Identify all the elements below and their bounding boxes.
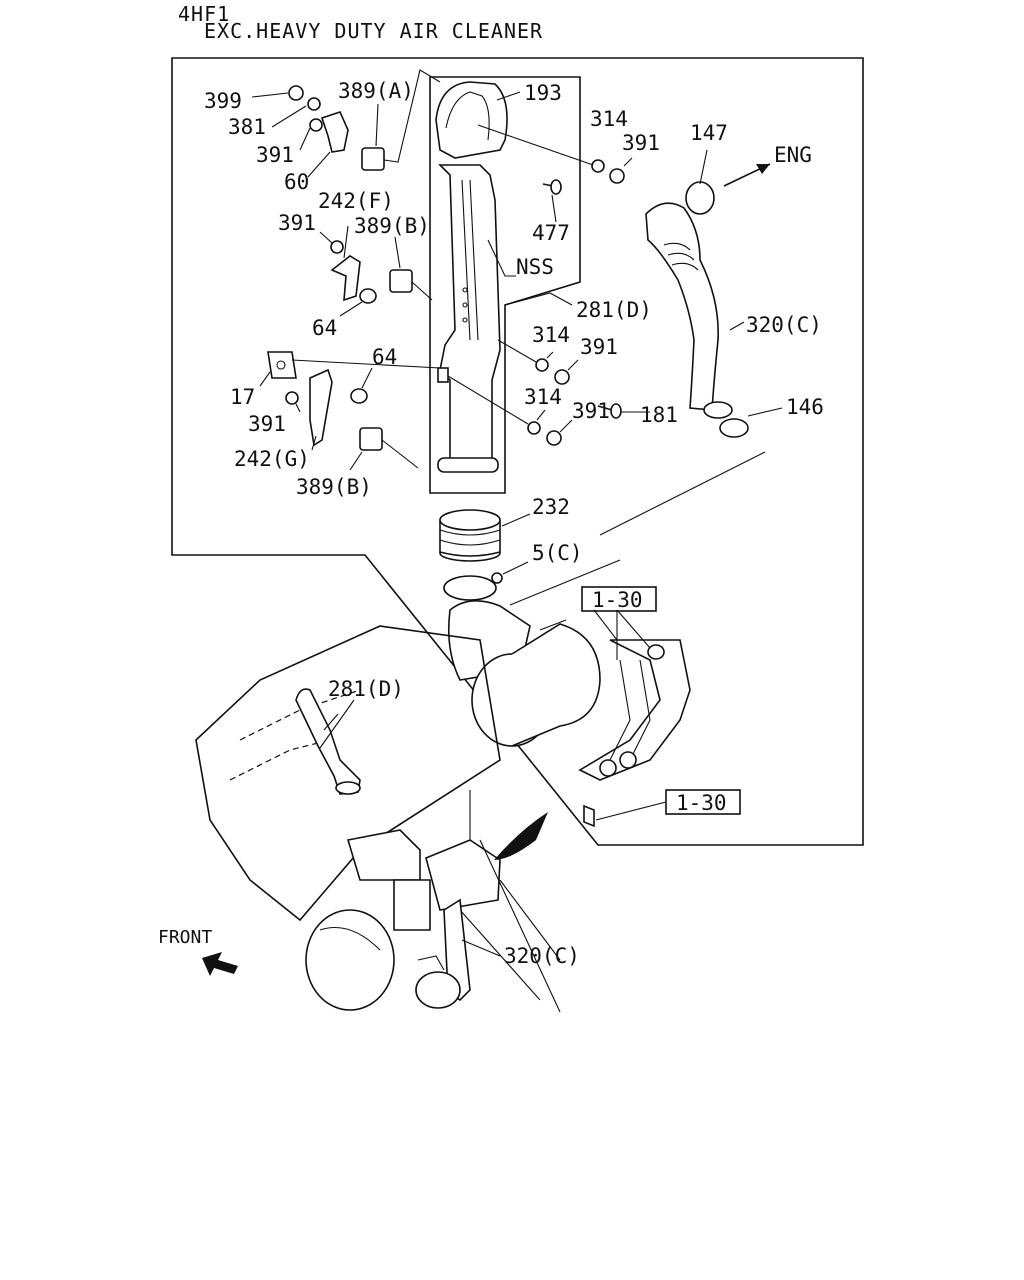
label-320c-a: 320(C) <box>746 313 822 337</box>
label-nss: NSS <box>516 255 554 279</box>
label-242g: 242(G) <box>234 447 310 471</box>
leader-boundary <box>509 559 621 606</box>
label-281d-b: 281(D) <box>328 677 404 701</box>
label-242f: 242(F) <box>318 189 394 213</box>
label-5c: 5(C) <box>532 541 583 565</box>
box-1-30-b <box>665 789 741 815</box>
label-391-c: 391 <box>278 211 316 235</box>
washer-314-b <box>535 358 549 372</box>
label-389b-b: 389(B) <box>296 475 372 499</box>
label-146: 146 <box>786 395 824 419</box>
hose-320c <box>645 149 783 438</box>
label-1-30-b: 1-30 <box>676 791 727 815</box>
boot-232 <box>439 509 531 562</box>
label-60: 60 <box>284 170 309 194</box>
label-381: 381 <box>228 115 266 139</box>
label-320c-b: 320(C) <box>504 944 580 968</box>
label-front: FRONT <box>158 927 212 948</box>
leader-193 <box>496 91 521 101</box>
front-arrow-icon <box>202 952 238 976</box>
label-391-b: 391 <box>622 131 660 155</box>
header-code: 4HF1 <box>178 2 230 26</box>
label-314-b: 314 <box>532 323 570 347</box>
duct-281d <box>435 81 508 473</box>
detail-frame <box>171 57 864 846</box>
bracket-242g <box>259 351 441 471</box>
nut-391-d <box>554 369 570 385</box>
washer-314-a <box>591 159 605 173</box>
bolt-181 <box>597 403 650 419</box>
label-1-30-a: 1-30 <box>592 588 643 612</box>
leader-320c-lower <box>461 939 501 957</box>
label-17: 17 <box>230 385 255 409</box>
label-eng: ENG <box>774 143 812 167</box>
header-title: EXC.HEAVY DUTY AIR CLEANER <box>204 19 543 43</box>
leader-281d <box>504 292 573 306</box>
label-389b-a: 389(B) <box>354 214 430 238</box>
box-1-30-a <box>581 586 657 612</box>
nut-391-b <box>609 168 625 184</box>
vehicle-view <box>195 625 561 1013</box>
label-64-a: 64 <box>312 316 337 340</box>
label-391-a: 391 <box>256 143 294 167</box>
label-147: 147 <box>690 121 728 145</box>
nut-391-e <box>546 430 562 446</box>
bolt-477 <box>542 179 562 223</box>
fasteners-top-left <box>251 85 385 178</box>
bracket-242f <box>319 225 433 317</box>
clamp-5c <box>443 561 529 601</box>
label-314-a: 314 <box>590 107 628 131</box>
label-232: 232 <box>532 495 570 519</box>
leader-389a <box>383 69 441 163</box>
eng-arrow <box>723 163 771 187</box>
label-64-b: 64 <box>372 345 397 369</box>
label-477: 477 <box>532 221 570 245</box>
leader-314-top <box>477 124 597 167</box>
washer-314-c <box>527 421 541 435</box>
label-389a: 389(A) <box>338 79 414 103</box>
label-399: 399 <box>204 89 242 113</box>
leader-nss <box>487 239 516 277</box>
label-181: 181 <box>640 403 678 427</box>
bracket-1-30 <box>578 609 691 828</box>
label-391-d: 391 <box>580 335 618 359</box>
label-314-c: 314 <box>524 385 562 409</box>
label-391-e: 391 <box>572 399 610 423</box>
label-193: 193 <box>524 81 562 105</box>
air-cleaner <box>447 600 601 747</box>
label-281d-a: 281(D) <box>576 298 652 322</box>
leader-281d-lower <box>319 699 355 749</box>
label-391-f: 391 <box>248 412 286 436</box>
